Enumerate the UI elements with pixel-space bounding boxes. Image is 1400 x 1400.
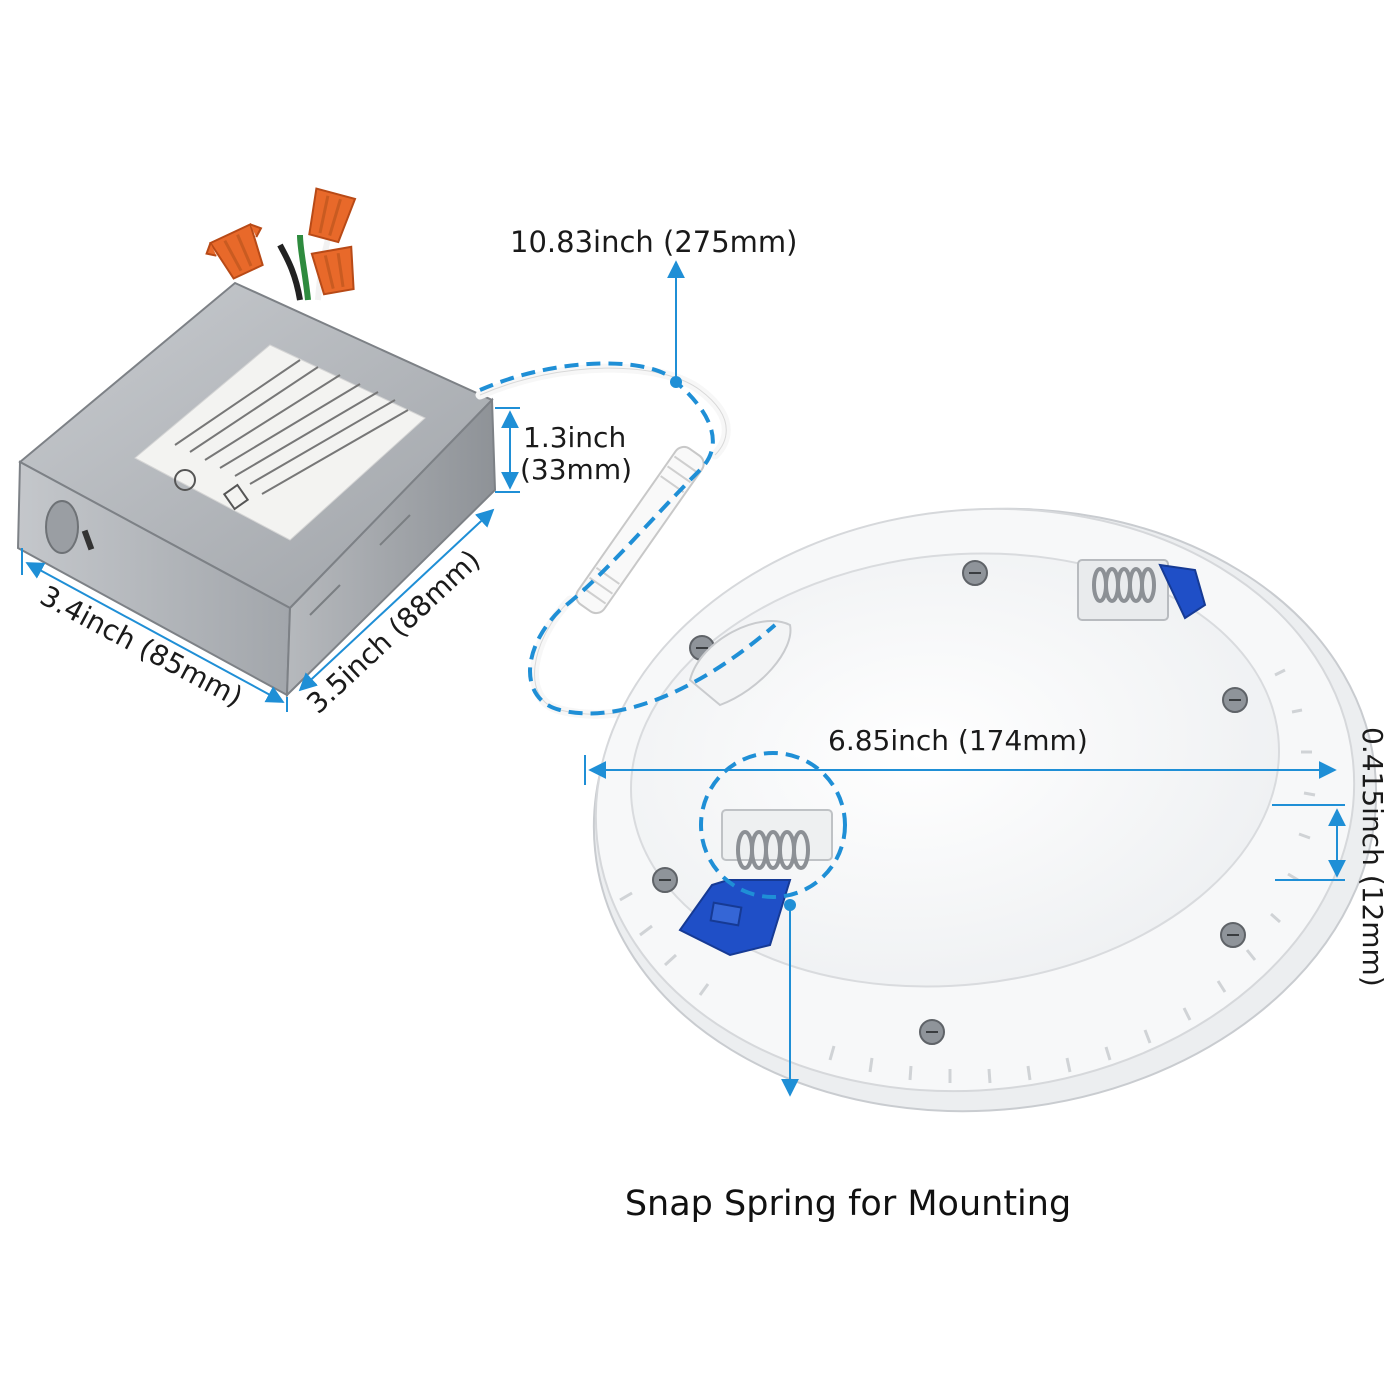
led-panel xyxy=(592,507,1378,1113)
snap-spring-bottom-icon xyxy=(678,809,833,957)
box-label xyxy=(134,344,426,541)
screw-icons xyxy=(652,560,1248,1045)
panel-rim-ribs xyxy=(619,668,1316,1084)
panel-diameter-label: 6.85inch (174mm) xyxy=(828,724,1088,757)
box-height-label-line2: (33mm) xyxy=(520,453,632,486)
wire-nuts-icon xyxy=(205,187,357,296)
dimension-lines xyxy=(21,260,1346,1097)
snap-spring-caption: Snap Spring for Mounting xyxy=(625,1184,1071,1224)
cable-connector-icon xyxy=(575,445,705,615)
panel-thickness-label: 0.415inch (12mm) xyxy=(1356,727,1389,987)
snap-spring-top-icon xyxy=(1077,559,1207,621)
cable-length-label: 10.83inch (275mm) xyxy=(510,225,797,259)
box-height-label-line1: 1.3inch xyxy=(523,421,626,454)
